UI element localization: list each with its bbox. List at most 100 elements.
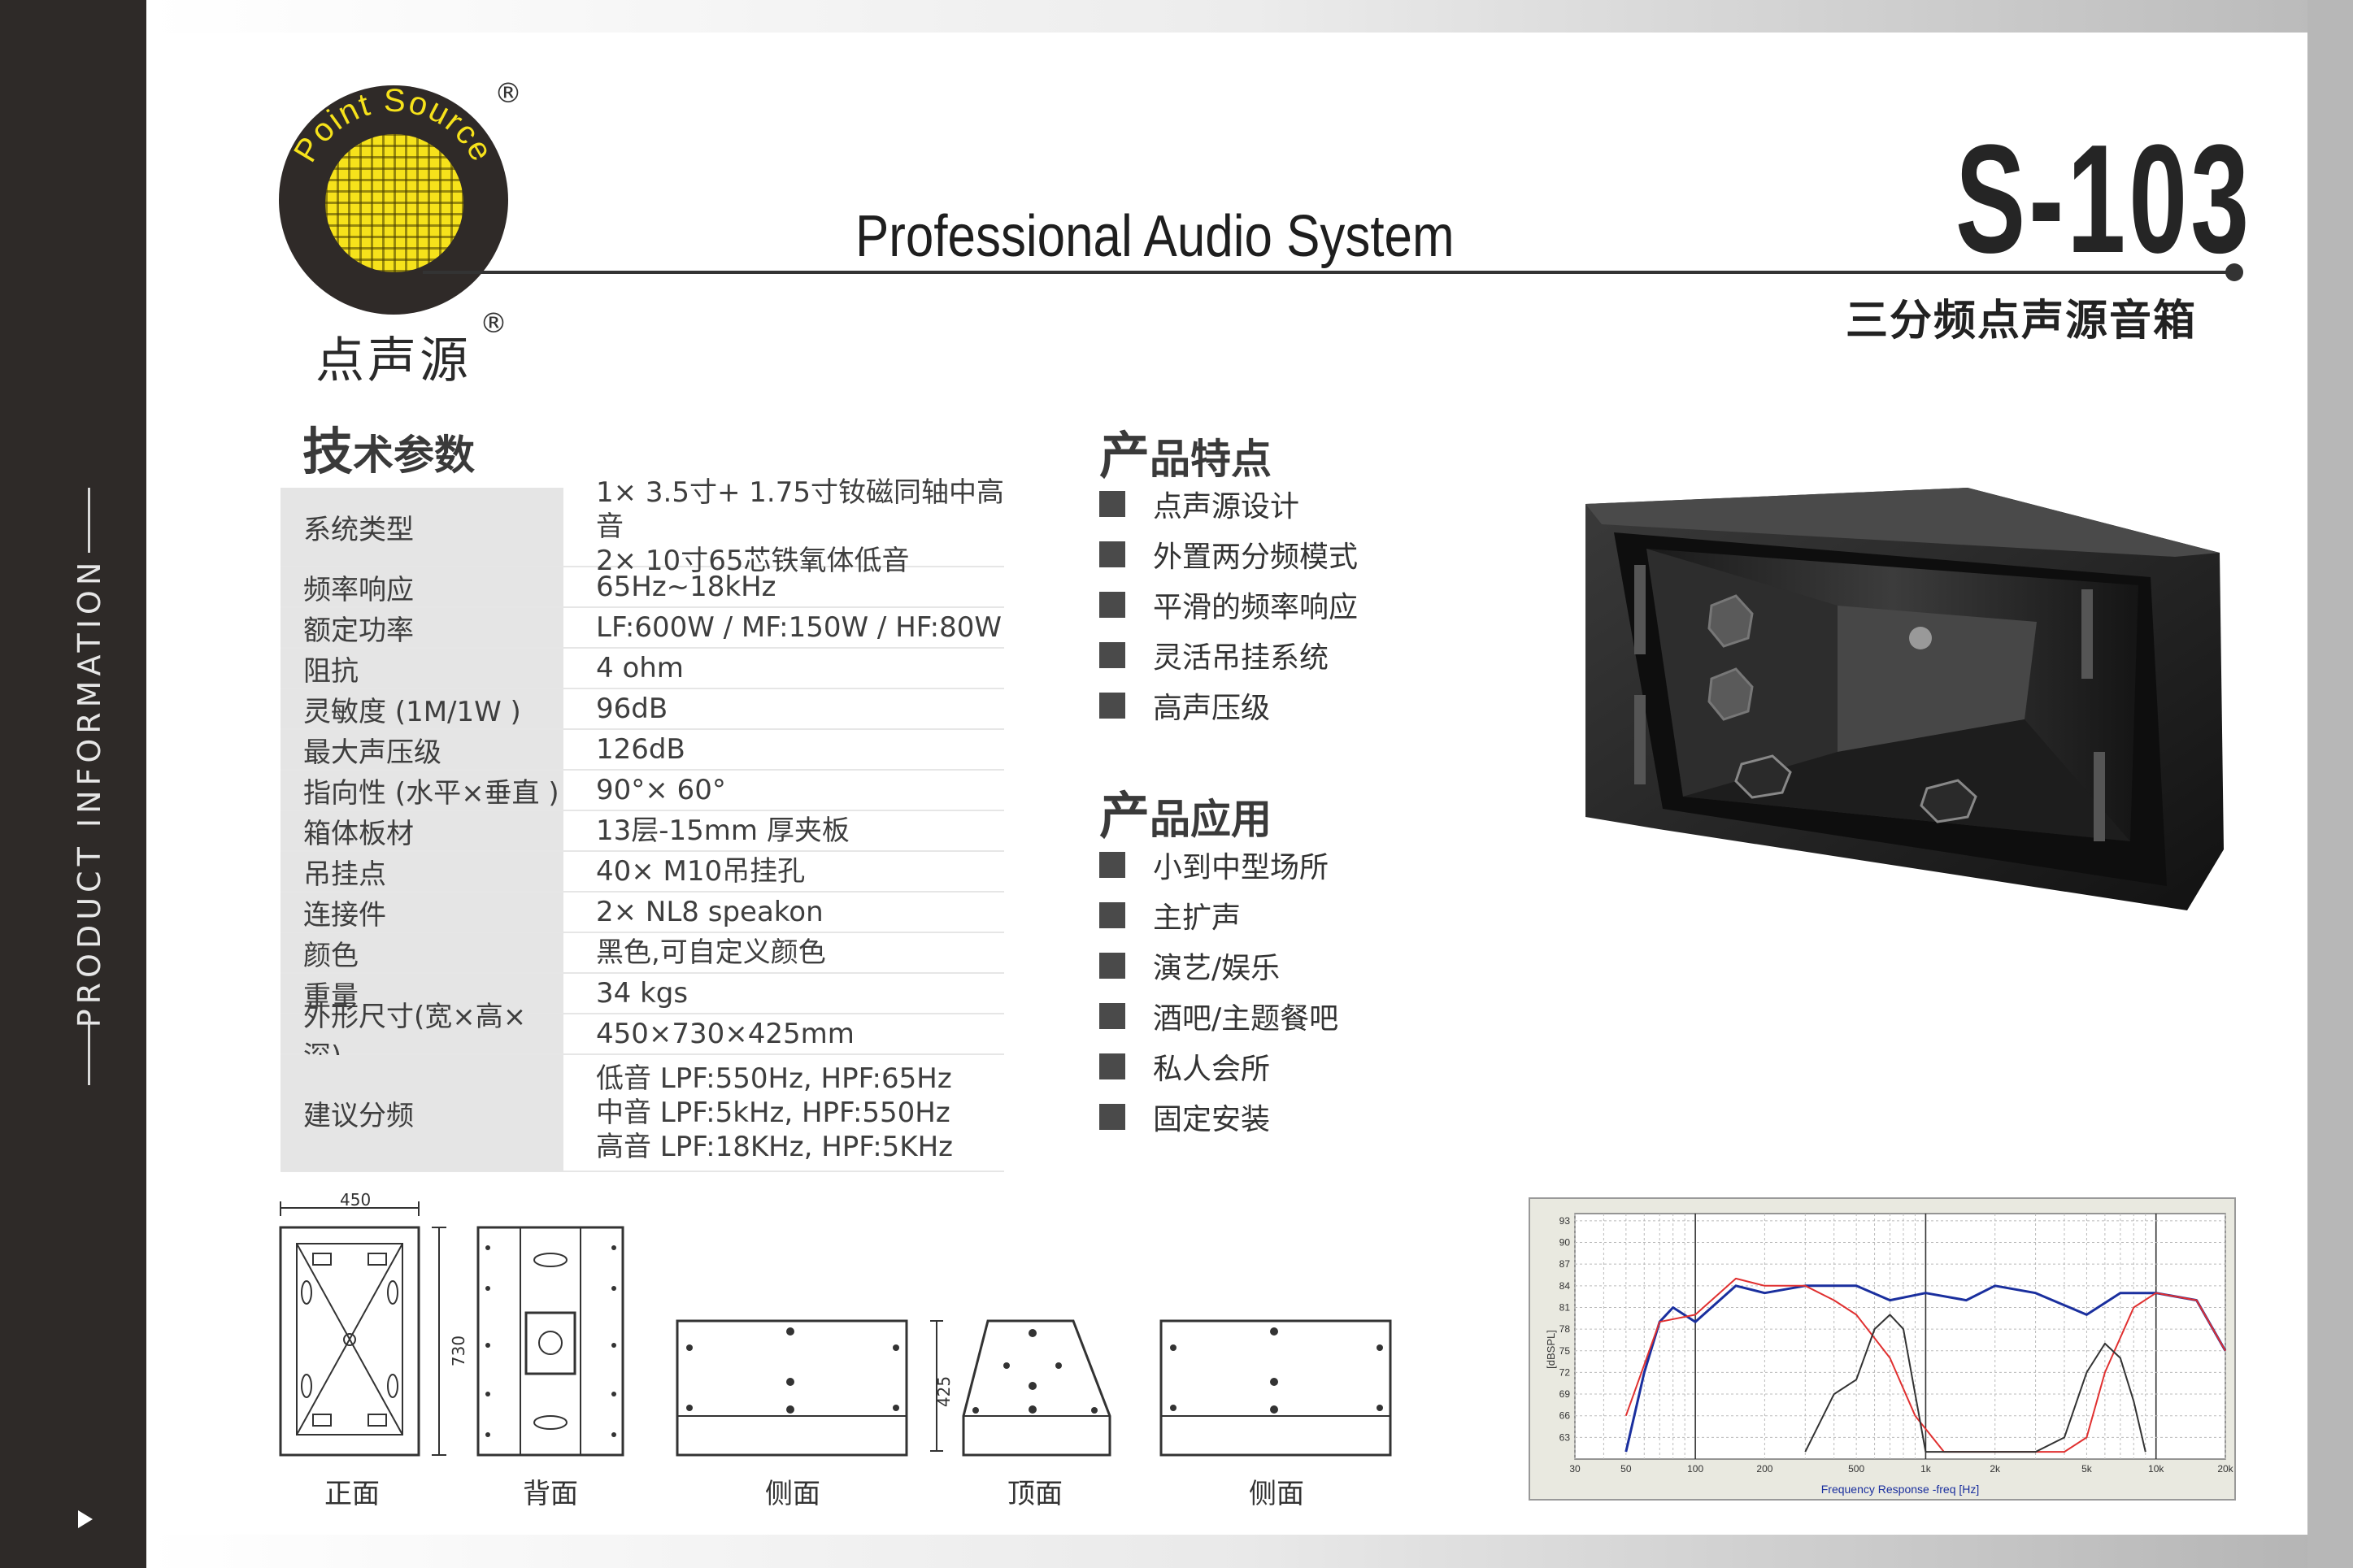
application-label: 主扩声	[1153, 901, 1242, 935]
bullet-square-icon	[1099, 852, 1125, 878]
svg-text:Point Source: Point Source	[287, 85, 500, 168]
feature-label: 外置两分频模式	[1153, 541, 1359, 574]
applications-heading: 产品应用	[1099, 775, 1272, 848]
chart-y-tick-label: 84	[1559, 1280, 1571, 1292]
chart-series-line	[1624, 1277, 2226, 1453]
rear-view-drawing	[476, 1226, 624, 1457]
plot-area	[1574, 1213, 2226, 1460]
spec-label: 重量	[281, 974, 563, 1013]
spec-label: 阻抗	[281, 649, 563, 688]
spec-value-line: 黑色,可自定义颜色	[596, 936, 826, 969]
spec-value-line: 96dB	[596, 693, 668, 725]
chart-y-tick-label: 87	[1559, 1258, 1571, 1270]
spec-label: 灵敏度 (1M/1W )	[281, 689, 563, 728]
application-label: 酒吧/主题餐吧	[1153, 1002, 1339, 1036]
spec-label: 系统类型	[281, 488, 563, 566]
spec-label: 最大声压级	[281, 730, 563, 769]
chart-x-tick-label: 100	[1687, 1463, 1703, 1475]
chart-y-tick-label: 72	[1559, 1366, 1571, 1378]
bullet-square-icon	[1099, 953, 1125, 979]
spec-label: 颜色	[281, 933, 563, 972]
chart-y-tick-label: 75	[1559, 1345, 1571, 1357]
spec-row: 外形尺寸(宽×高×深) 450×730×425mm	[281, 1001, 1004, 1073]
spec-row: 额定功率 LF:600W / MF:150W / HF:80W	[281, 608, 1004, 649]
chart-series-line	[1804, 1314, 2146, 1453]
specs-heading-first: 技	[302, 422, 354, 481]
chart-y-tick-label: 93	[1559, 1215, 1571, 1227]
list-item: 演艺/娱乐	[1099, 940, 1338, 991]
application-label: 固定安装	[1153, 1103, 1271, 1136]
application-label: 演艺/娱乐	[1153, 952, 1281, 985]
product-subtitle: 三分频点声源音箱	[1845, 297, 2197, 345]
play-arrow-icon[interactable]	[78, 1510, 93, 1528]
chart-x-tick-label: 2k	[1990, 1463, 2001, 1475]
side-label-bottom-rule	[88, 1020, 90, 1085]
caption-side-2: 侧面	[1249, 1478, 1304, 1510]
header-rule-dot	[2225, 263, 2243, 281]
specs-heading: 技术参数	[302, 410, 475, 484]
depth-dimension: 425	[934, 1375, 955, 1408]
list-item: 固定安装	[1099, 1092, 1338, 1142]
chart-x-tick-label: 20k	[2217, 1463, 2233, 1475]
feature-label: 平滑的频率响应	[1153, 591, 1359, 624]
feature-label: 高声压级	[1153, 692, 1271, 725]
spec-value-line: 126dB	[596, 733, 685, 766]
bullet-square-icon	[1099, 1104, 1125, 1130]
spec-row: 箱体板材 13层-15mm 厚夹板	[281, 811, 1004, 852]
spec-value-line: 90°× 60°	[596, 774, 726, 806]
side-view-drawing	[676, 1319, 908, 1457]
features-heading-first: 产	[1099, 426, 1150, 485]
spec-row: 最大声压级 126dB	[281, 730, 1004, 771]
chart-y-tick-label: 90	[1559, 1237, 1571, 1249]
top-gradient-band	[146, 0, 2353, 33]
spec-value: 黑色,可自定义颜色	[563, 933, 1004, 972]
chart-y-tick-label: 63	[1559, 1431, 1571, 1443]
spec-row: 建议分频 低音 LPF:550Hz, HPF:65Hz 中音 LPF:5kHz,…	[281, 1055, 1004, 1172]
list-item: 私人会所	[1099, 1041, 1338, 1092]
list-item: 平滑的频率响应	[1099, 580, 1358, 630]
speaker-product-image	[1585, 488, 2224, 910]
chart-y-tick-label: 78	[1559, 1323, 1571, 1335]
list-item: 酒吧/主题餐吧	[1099, 991, 1338, 1041]
caption-top: 顶面	[1007, 1478, 1063, 1510]
spec-label: 额定功率	[281, 608, 563, 647]
spec-value: 65Hz~18kHz	[563, 567, 1004, 606]
list-item: 小到中型场所	[1099, 840, 1338, 890]
logo-chinese-name: 点声源	[315, 332, 472, 389]
specs-heading-rest: 术参数	[353, 432, 476, 479]
logo-ring: Point Source	[287, 85, 500, 168]
spec-value: 40× M10吊挂孔	[563, 852, 1004, 891]
bullet-square-icon	[1099, 642, 1125, 668]
height-dimension: 730	[449, 1335, 469, 1367]
spec-row: 灵敏度 (1M/1W ) 96dB	[281, 689, 1004, 730]
registered-mark-top: ®	[494, 77, 522, 110]
features-heading: 产品特点	[1099, 415, 1272, 488]
list-item: 点声源设计	[1099, 479, 1358, 529]
bottom-gradient-band	[146, 1535, 2353, 1568]
feature-label: 点声源设计	[1153, 490, 1300, 523]
spec-label: 连接件	[281, 893, 563, 932]
chart-x-tick-label: 500	[1848, 1463, 1864, 1475]
spec-value-line: 450×730×425mm	[596, 1018, 855, 1050]
bullet-square-icon	[1099, 902, 1125, 928]
bullet-square-icon	[1099, 1003, 1125, 1029]
chart-y-label: [dBSPL]	[1545, 1330, 1557, 1369]
spec-label: 吊挂点	[281, 852, 563, 891]
logo-ring-text: Point Source	[287, 85, 498, 168]
registered-mark-bottom: ®	[480, 307, 507, 340]
left-sidebar-bar	[0, 0, 146, 1568]
spec-value: 4 ohm	[563, 649, 1004, 688]
spec-value: 126dB	[563, 730, 1004, 769]
chart-x-tick-label: 30	[1569, 1463, 1581, 1475]
side-label-top-rule	[88, 488, 90, 553]
caption-rear: 背面	[523, 1478, 578, 1510]
applications-list: 小到中型场所 主扩声 演艺/娱乐 酒吧/主题餐吧 私人会所 固定安装	[1099, 840, 1338, 1142]
spec-table: 系统类型 1× 3.5寸+ 1.75寸钕磁同轴中高音 2× 10寸65芯铁氧体低…	[281, 476, 1004, 1172]
feature-label: 灵活吊挂系统	[1153, 641, 1329, 675]
bullet-square-icon	[1099, 491, 1125, 517]
chart-y-tick-label: 81	[1559, 1301, 1571, 1313]
side-view-drawing-2	[1159, 1319, 1392, 1457]
caption-front: 正面	[324, 1478, 380, 1510]
